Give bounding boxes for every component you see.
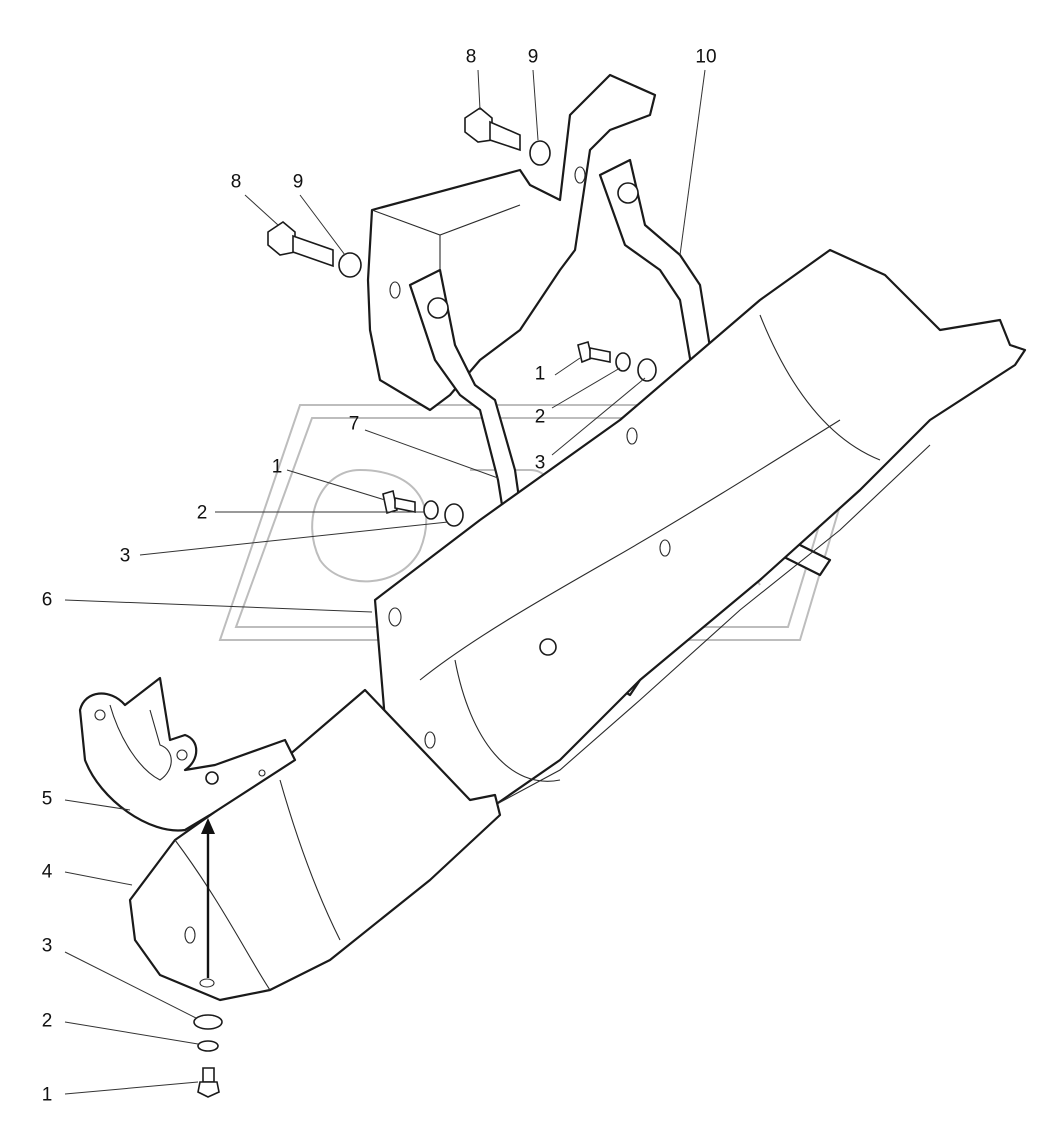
washer-2-upper — [615, 352, 631, 372]
bolt-1-middle — [382, 489, 416, 515]
washer-3-middle — [444, 503, 464, 527]
callout-3-upper: 3 — [534, 452, 546, 474]
washer-2-middle — [423, 500, 439, 520]
callout-2-middle: 2 — [196, 502, 208, 524]
bolt-8-upper — [464, 107, 521, 152]
leader-lines — [64, 69, 706, 1095]
callout-1-bottom: 1 — [41, 1084, 53, 1106]
mounting-plate — [366, 73, 657, 412]
callout-9-upper: 9 — [527, 46, 539, 68]
bolt-1-upper — [577, 340, 611, 364]
washer-9-lower — [338, 252, 362, 278]
washer-3-upper — [637, 358, 657, 382]
callout-2-bottom: 2 — [41, 1010, 53, 1032]
callout-8-lower: 8 — [230, 171, 242, 193]
callout-8-upper: 8 — [465, 46, 477, 68]
callout-1-middle: 1 — [271, 456, 283, 478]
callout-1-upper: 1 — [534, 363, 546, 385]
callout-9-lower: 9 — [292, 171, 304, 193]
callout-6: 6 — [41, 589, 53, 611]
hook-bracket-5 — [78, 676, 297, 832]
washer-2-bottom — [197, 1040, 219, 1052]
callout-2-upper: 2 — [534, 406, 546, 428]
bolt-1-bottom — [197, 1067, 220, 1098]
washer-9-upper — [529, 140, 551, 166]
assembly-arrow — [201, 818, 215, 978]
callout-5: 5 — [41, 788, 53, 810]
washer-3-bottom — [193, 1014, 223, 1030]
callout-3-middle: 3 — [119, 545, 131, 567]
callout-7: 7 — [348, 413, 360, 435]
bolt-8-lower — [267, 221, 334, 268]
callout-10: 10 — [695, 46, 717, 68]
callout-4: 4 — [41, 861, 53, 883]
callout-3-bottom: 3 — [41, 935, 53, 957]
